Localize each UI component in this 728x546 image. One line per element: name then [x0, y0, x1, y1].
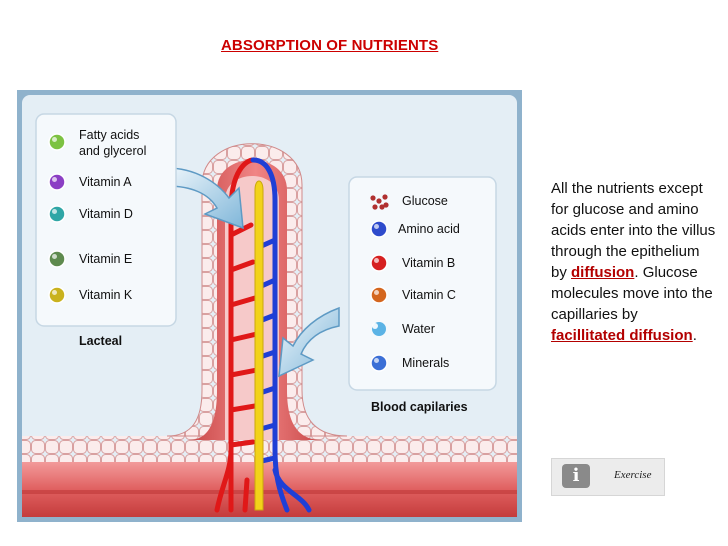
left-legend-panel	[35, 113, 177, 327]
exercise-label[interactable]: Exercise	[614, 469, 652, 481]
intestinal-wall	[22, 436, 517, 517]
legend-dot-icon	[370, 254, 388, 272]
facilitated-diffusion-arrow-icon	[278, 306, 340, 378]
info-icon[interactable]: i	[562, 464, 590, 488]
lacteal-vessel	[254, 180, 264, 511]
legend-label: Vitamin C	[402, 288, 456, 302]
lacteal-caption: Lacteal	[79, 334, 122, 348]
legend-dot-icon	[370, 354, 388, 372]
villus-diagram: Fatty acids and glycerol Vitamin A Vitam…	[22, 95, 517, 517]
diffusion-arrow-icon	[166, 167, 244, 230]
blood-capillaries-caption: Blood capilaries	[371, 400, 468, 414]
legend-label: Vitamin B	[402, 256, 455, 270]
legend-label: and glycerol	[79, 144, 146, 158]
legend-dot-icon	[48, 250, 66, 268]
description-punct: .	[692, 327, 697, 344]
legend-dot-icon	[48, 133, 66, 151]
description-p2: Glucose molecules move into the capillar…	[551, 264, 713, 323]
diffusion-term: diffusion	[571, 264, 635, 281]
water-drop-icon	[372, 322, 386, 336]
exercise-button[interactable]: i Exercise	[551, 458, 665, 496]
description-p1: All the nutrients except for glucose and…	[551, 180, 716, 281]
legend-label: Vitamin K	[79, 288, 133, 302]
legend-label: Vitamin D	[79, 207, 133, 221]
legend-dot-icon	[370, 220, 388, 238]
legend-label: Amino acid	[398, 222, 460, 236]
description-text: All the nutrients except for glucose and…	[551, 178, 716, 346]
description-punct: .	[634, 264, 639, 281]
facilitated-diffusion-term: facillitated diffusion	[551, 327, 693, 344]
diagram-frame: Fatty acids and glycerol Vitamin A Vitam…	[17, 90, 522, 522]
legend-dot-icon	[370, 286, 388, 304]
legend-label: Minerals	[402, 356, 449, 370]
page-title: ABSORPTION OF NUTRIENTS	[221, 37, 439, 54]
legend-dot-icon	[48, 173, 66, 191]
legend-label: Vitamin E	[79, 252, 132, 266]
legend-label: Glucose	[402, 194, 448, 208]
legend-label: Water	[402, 322, 435, 336]
legend-label: Fatty acids	[79, 128, 139, 142]
legend-dot-icon	[48, 286, 66, 304]
legend-dot-icon	[48, 205, 66, 223]
glucose-molecule-icon	[370, 194, 389, 210]
legend-label: Vitamin A	[79, 175, 132, 189]
